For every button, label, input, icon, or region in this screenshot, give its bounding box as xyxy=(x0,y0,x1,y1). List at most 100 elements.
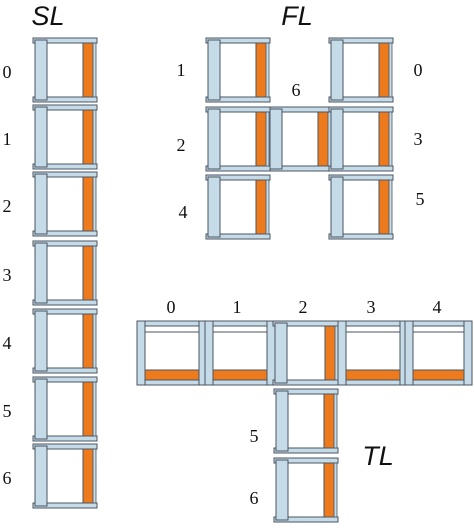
cell-interior xyxy=(287,393,325,449)
cell-interior xyxy=(286,325,326,381)
frame-left xyxy=(34,310,48,372)
frame-left xyxy=(207,108,221,170)
accent-bar xyxy=(323,393,336,449)
tl-cell-4: 4 xyxy=(404,297,473,386)
frame-bottom xyxy=(136,379,208,386)
frame-left xyxy=(269,108,283,170)
cell-interior xyxy=(219,111,257,167)
fl-cell-2: 2 xyxy=(177,106,271,172)
frame-left xyxy=(34,378,48,440)
sl-cell-0: 0 xyxy=(3,37,98,103)
cell-interior xyxy=(46,245,84,301)
frame-left xyxy=(34,106,48,168)
cell-interior xyxy=(46,176,84,232)
tl-cell-3: 3 xyxy=(337,297,409,386)
accent-bar xyxy=(82,245,95,301)
accent-bar xyxy=(317,111,330,167)
cell-interior xyxy=(212,331,268,372)
accent-bar xyxy=(144,369,200,381)
frame-bottom xyxy=(404,379,473,386)
frame-bottom xyxy=(204,379,276,386)
frame-left xyxy=(207,176,221,238)
frame-left xyxy=(275,390,289,452)
accent-bar xyxy=(378,111,391,167)
tl-cell-label: 1 xyxy=(233,297,242,317)
accent-bar xyxy=(212,369,268,381)
tl-cell-label: 6 xyxy=(250,488,259,508)
frame-top xyxy=(404,320,473,327)
tl-title: TL xyxy=(362,441,394,471)
sl-cell-label: 4 xyxy=(3,333,12,353)
cell-interior xyxy=(345,331,401,372)
frame-left xyxy=(136,320,146,386)
frame-right xyxy=(92,42,97,98)
frame-right xyxy=(388,111,393,167)
sl-cell-1: 1 xyxy=(3,104,98,170)
frame-right xyxy=(463,320,473,386)
frame-right xyxy=(265,179,270,235)
cell-interior xyxy=(46,448,84,504)
accent-bar xyxy=(412,369,465,381)
sl-cell-3: 3 xyxy=(3,240,98,306)
sl-cell-label: 5 xyxy=(3,401,12,421)
frame-right xyxy=(333,393,338,449)
accent-bar xyxy=(323,462,336,518)
frame-left xyxy=(330,108,344,170)
sl-cell-label: 2 xyxy=(3,196,12,216)
accent-bar xyxy=(82,448,95,504)
cell-interior xyxy=(144,331,200,372)
tl-cell-label: 3 xyxy=(367,297,376,317)
frame-right xyxy=(265,111,270,167)
frame-right xyxy=(333,462,338,518)
tl-cell-5: 5 xyxy=(250,388,339,454)
frame-bottom xyxy=(337,379,409,386)
frame-top xyxy=(136,320,208,327)
sl-cell-label: 3 xyxy=(3,265,12,285)
accent-bar xyxy=(82,109,95,165)
cell-interior xyxy=(219,42,257,98)
fl-title: FL xyxy=(281,1,313,31)
accent-bar xyxy=(378,179,391,235)
tl-cell-label: 5 xyxy=(250,426,259,446)
tl-cell-1: 1 xyxy=(204,297,276,386)
sl-cell-6: 6 xyxy=(3,443,98,509)
frame-left xyxy=(274,322,288,384)
frame-right xyxy=(92,109,97,165)
frame-left xyxy=(34,445,48,507)
sl-cell-2: 2 xyxy=(3,171,98,237)
cell-interior xyxy=(342,42,380,98)
accent-bar xyxy=(378,42,391,98)
cell-interior xyxy=(342,179,380,235)
sl-cell-label: 1 xyxy=(3,129,12,149)
tl-cell-2: 2 xyxy=(272,297,340,386)
fl-cell-4: 4 xyxy=(179,174,271,240)
fl-cell-label: 0 xyxy=(414,60,423,80)
cell-interior xyxy=(281,111,319,167)
frame-right xyxy=(92,448,97,504)
frame-right xyxy=(266,320,276,386)
fl-cell-label: 3 xyxy=(414,129,423,149)
fl-cell-label: 2 xyxy=(177,135,186,155)
frame-right xyxy=(388,42,393,98)
frame-right xyxy=(92,313,97,369)
accent-bar xyxy=(82,42,95,98)
frame-right xyxy=(92,381,97,437)
sl-cell-5: 5 xyxy=(3,376,98,442)
frame-right xyxy=(92,176,97,232)
fl-cell-label: 6 xyxy=(292,80,301,100)
accent-bar xyxy=(324,325,337,381)
frame-left xyxy=(330,39,344,101)
sl-title: SL xyxy=(31,1,64,31)
fl-cell-label: 1 xyxy=(177,60,186,80)
sl-cell-label: 6 xyxy=(3,468,12,488)
cell-interior xyxy=(342,111,380,167)
frame-left xyxy=(275,459,289,521)
fl-cell-label: 5 xyxy=(416,189,425,209)
frame-left xyxy=(34,242,48,304)
frame-right xyxy=(265,42,270,98)
tl-cell-0: 0 xyxy=(136,297,208,386)
frame-left xyxy=(207,39,221,101)
accent-bar xyxy=(82,176,95,232)
accent-bar xyxy=(345,369,401,381)
